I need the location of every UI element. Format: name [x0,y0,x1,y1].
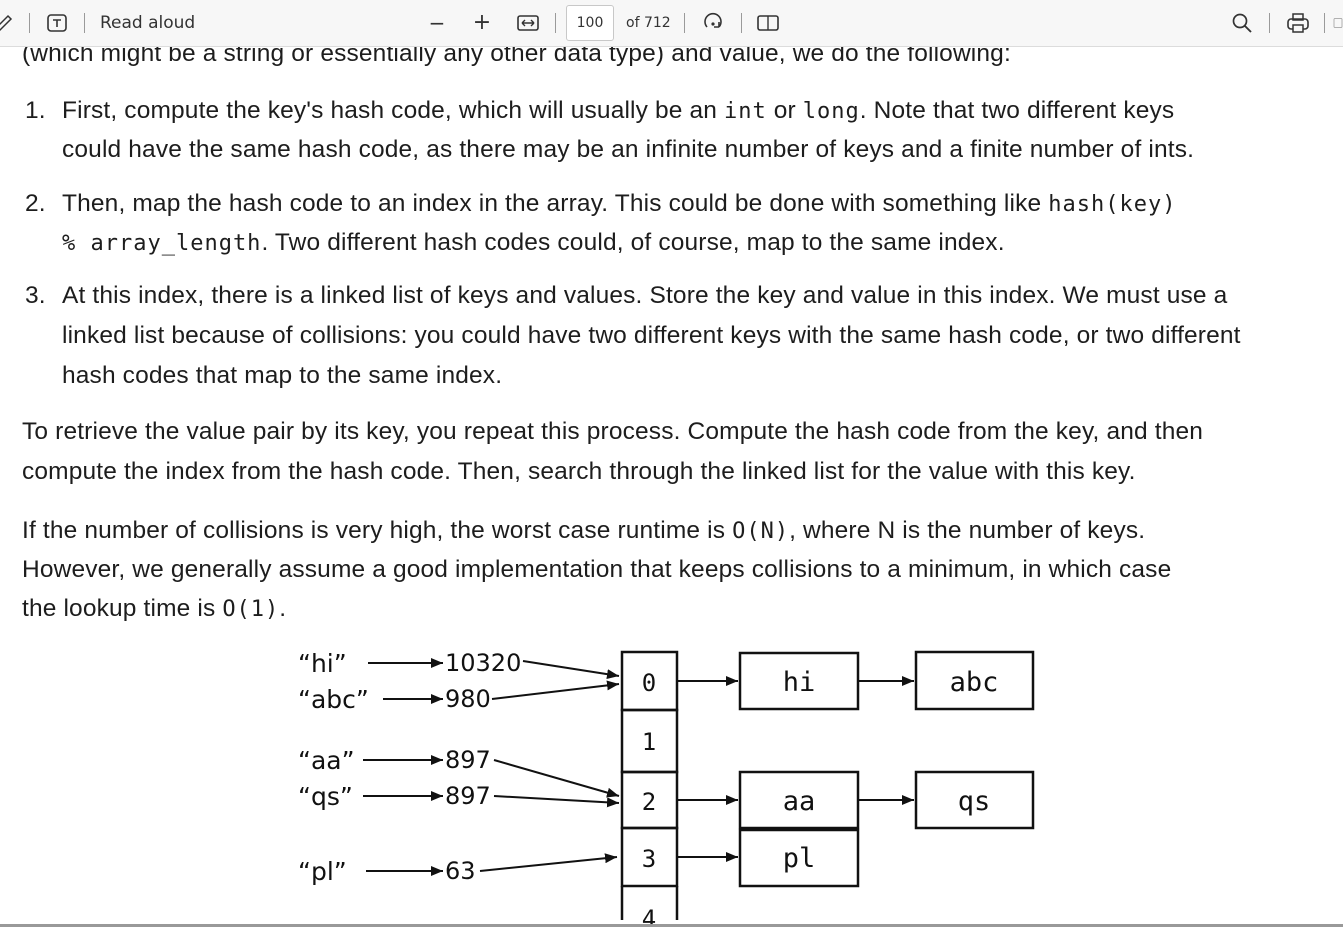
toolbar-separator [555,13,556,33]
list-node [914,650,1035,711]
page-number-input[interactable] [566,5,614,41]
page-bottom-border [0,924,1343,927]
array-index: 1 [642,728,656,756]
toolbar-separator [84,13,85,33]
node-label: hi [783,667,816,698]
step-3-line-3: hash codes that map to the same index. [62,362,503,389]
zoom-in-button[interactable]: + [472,9,492,35]
step-2-line-1: Then, map the hash code to an index in t… [62,190,1177,217]
key-label: “aa” [298,746,355,775]
key-label: “hi” [298,649,347,678]
paragraph-2-line-1: If the number of collisions is very high… [22,517,1146,544]
zoom-out-button[interactable]: − [428,11,446,35]
step-3-number: 3. [25,282,46,309]
key-label: “abc” [298,685,369,714]
list-node [914,770,1035,830]
hash-index-arrow [479,853,618,872]
add-text-icon[interactable] [44,11,69,35]
toolbar-separator [741,13,742,33]
print-icon[interactable] [1284,10,1312,36]
toolbar-separator [1324,13,1325,33]
pdf-toolbar: Read aloud − + of 712 [0,0,1343,47]
toolbar-separator [1269,13,1270,33]
hash-index-arrow [493,795,620,808]
hash-code: 897 [445,746,491,774]
paragraph-1-line-1: To retrieve the value pair by its key, y… [22,418,1204,445]
step-1-number: 1. [25,97,46,124]
toolbar-separator [29,13,30,33]
node-label: abc [950,667,999,698]
save-icon[interactable] [1333,12,1343,34]
hash-code: 10320 [445,649,521,677]
read-aloud-button[interactable]: Read aloud [100,13,196,33]
toolbar-separator [684,13,685,33]
array-index: 2 [642,788,656,816]
step-3-line-1: At this index, there is a linked list of… [62,282,1228,309]
draw-icon[interactable] [0,10,14,36]
hash-index-arrow [522,660,620,680]
paragraph-1-line-2: compute the index from the hash code. Th… [22,458,1136,485]
fit-to-width-icon[interactable] [515,11,541,35]
array-cell [620,886,679,920]
node-label: pl [783,843,816,874]
hash-code: 63 [445,857,476,885]
rotate-icon[interactable] [700,10,726,36]
page-view-icon[interactable] [754,10,782,36]
step-1-line-1: First, compute the key's hash code, whic… [62,97,1175,124]
node-label: aa [783,786,816,817]
hash-index-arrow [491,680,620,700]
key-label: “pl” [298,857,347,886]
hash-code: 897 [445,782,491,810]
array-index: 0 [642,669,656,697]
search-icon[interactable] [1229,10,1255,36]
step-3-line-2: linked list because of collisions: you c… [62,322,1241,349]
key-label: “qs” [298,782,353,811]
array-index: 3 [642,845,656,873]
hash-code: 980 [445,685,491,713]
step-2-number: 2. [25,190,46,217]
hash-index-arrow [493,759,620,798]
page-total-label: of 712 [626,15,671,31]
paragraph-2-line-2: However, we generally assume a good impl… [22,556,1172,583]
list-node [738,828,860,888]
array-index: 4 [642,905,656,927]
step-1-line-2: could have the same hash code, as there … [62,136,1195,163]
paragraph-2-line-3: the lookup time is O(1). [22,595,287,622]
step-2-line-2: % array_length. Two different hash codes… [62,229,1005,256]
node-label: qs [958,786,991,817]
